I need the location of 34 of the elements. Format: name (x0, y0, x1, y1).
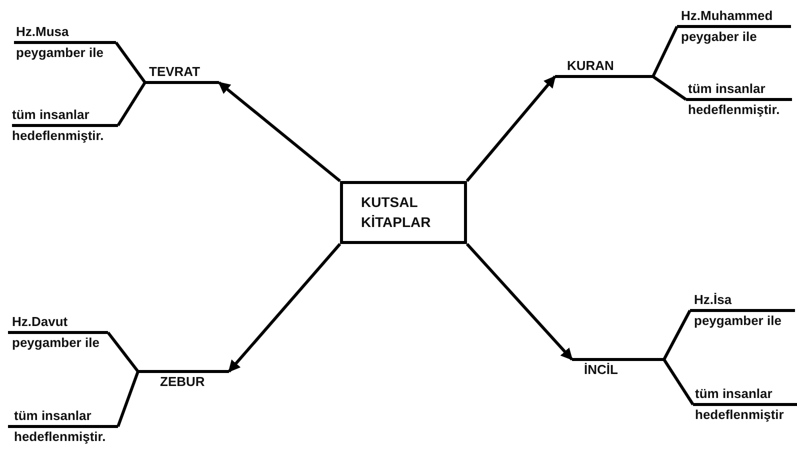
branch-connector (114, 42, 146, 84)
branch-label: İNCİL (583, 361, 619, 379)
arrow (466, 243, 574, 360)
branch-label: Hz.Muhammed (680, 7, 774, 25)
branch-label: hedeflenmiştir (694, 406, 785, 424)
branch-label: ZEBUR (159, 373, 206, 391)
branch-label: tüm insanlar (687, 80, 766, 98)
arrow (218, 81, 341, 182)
branch-label: KURAN (566, 57, 615, 75)
branch-connector (106, 332, 140, 372)
branch-connector (652, 26, 678, 78)
arrow (466, 76, 556, 182)
box-title: KUTSAL KİTAPLAR (361, 193, 432, 232)
branch-label: hedeflenmiştir. (12, 127, 105, 145)
branch-connector (116, 370, 140, 428)
branch-label: hedeflenmiştir. (13, 428, 107, 446)
branch-label: Hz.Davut (11, 313, 69, 331)
title-box (340, 181, 467, 244)
branch-label: peygamber ile (693, 312, 782, 330)
branch-label: peygamber ile (11, 334, 100, 352)
branch-label: tüm insanlar (13, 407, 92, 425)
branch-label: peygamber ile (15, 44, 104, 62)
branch-label: hedeflenmiştir. (687, 101, 781, 119)
branch-label: peygaber ile (680, 28, 758, 46)
branch-label: tüm insanlar (12, 106, 90, 124)
branch-connector (662, 358, 694, 406)
branch-label: tüm insanlar (694, 385, 774, 403)
arrow (228, 243, 342, 372)
branch-label: TEVRAT (148, 63, 202, 81)
branch-connector (652, 75, 687, 101)
branch-connector (662, 310, 692, 360)
branch-connector (116, 82, 146, 126)
branch-label: Hz.İsa (693, 291, 733, 309)
branch-label: Hz.Musa (15, 23, 70, 41)
